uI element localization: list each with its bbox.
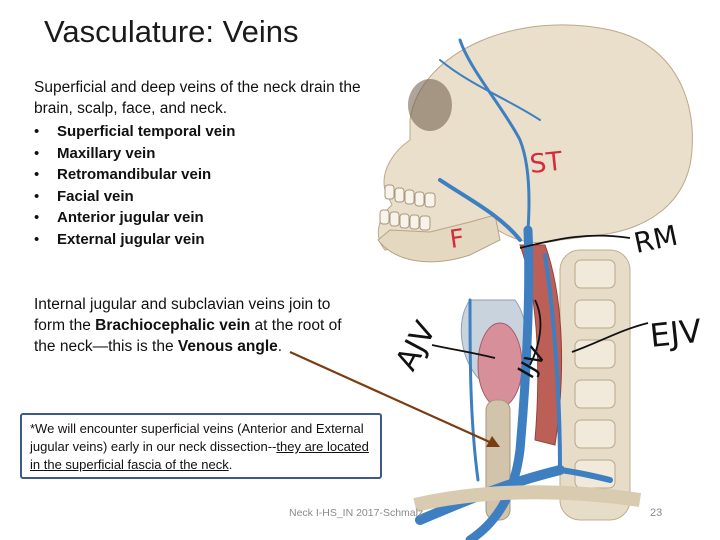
para2-suffix: . xyxy=(277,338,283,355)
note-suffix: . xyxy=(228,457,233,472)
vein-list: • Superficial temporal vein • Maxillary ve… xyxy=(34,121,235,250)
bullet-dot: • xyxy=(34,123,40,140)
label-st: ST xyxy=(528,147,563,180)
teeth xyxy=(379,184,436,231)
bullet-item: • Facial vein xyxy=(34,186,235,208)
bullet-label: Superficial temporal vein xyxy=(57,123,236,140)
bullet-label: External jugular vein xyxy=(57,230,205,248)
para2-middle: at the root of the neck—this is the xyxy=(34,317,342,355)
bullet-item: • Anterior jugular vein xyxy=(34,207,235,229)
bullet-dot: • xyxy=(34,166,40,183)
label-ejv: EJV xyxy=(648,312,703,355)
clavicle xyxy=(413,485,642,512)
bullet-label: Maxillary vein xyxy=(57,144,156,162)
bullet-label: Retromandibular vein xyxy=(57,166,212,183)
bullet-item: • Maxillary vein xyxy=(34,143,235,165)
page-number: 23 xyxy=(650,507,663,519)
para2-prefix: Internal jugular and subclavian veins jo… xyxy=(34,296,331,334)
annotation-lines xyxy=(431,234,649,366)
bullet-item: • Superficial temporal vein xyxy=(34,121,235,143)
bullet-item: • External jugular vein xyxy=(34,229,235,251)
venous-angle-paragraph: Internal jugular and subclavian veins jo… xyxy=(34,294,364,357)
bullet-label: Facial vein xyxy=(57,187,134,205)
bullet-dot: • xyxy=(34,187,40,205)
slide-title: Vasculature: Veins xyxy=(44,14,299,49)
bullet-item: • Retromandibular vein xyxy=(34,164,235,186)
mandible xyxy=(377,214,501,263)
orbit xyxy=(408,79,452,131)
superficial-veins-note: *We will encounter superficial veins (An… xyxy=(20,413,382,479)
bullet-dot: • xyxy=(34,209,40,226)
bullet-label: Anterior jugular vein xyxy=(57,209,204,226)
label-f: F xyxy=(448,223,466,254)
venous-angle-term: Venous angle xyxy=(177,338,278,355)
label-ajv: AJV xyxy=(389,316,444,377)
bullet-dot: • xyxy=(34,230,40,248)
venous-angle-arrow xyxy=(289,350,500,447)
note-text: *We will encounter superficial veins (An… xyxy=(30,421,364,454)
note-underlined: they are located in the superficial fasc… xyxy=(30,439,369,472)
brachiocephalic-term: Brachiocephalic vein xyxy=(95,317,251,334)
footer-text: Neck I-HS_IN 2017-Schmalz xyxy=(289,507,424,519)
bullet-dot: • xyxy=(34,144,40,162)
intro-text: Superficial and deep veins of the neck d… xyxy=(34,79,361,117)
